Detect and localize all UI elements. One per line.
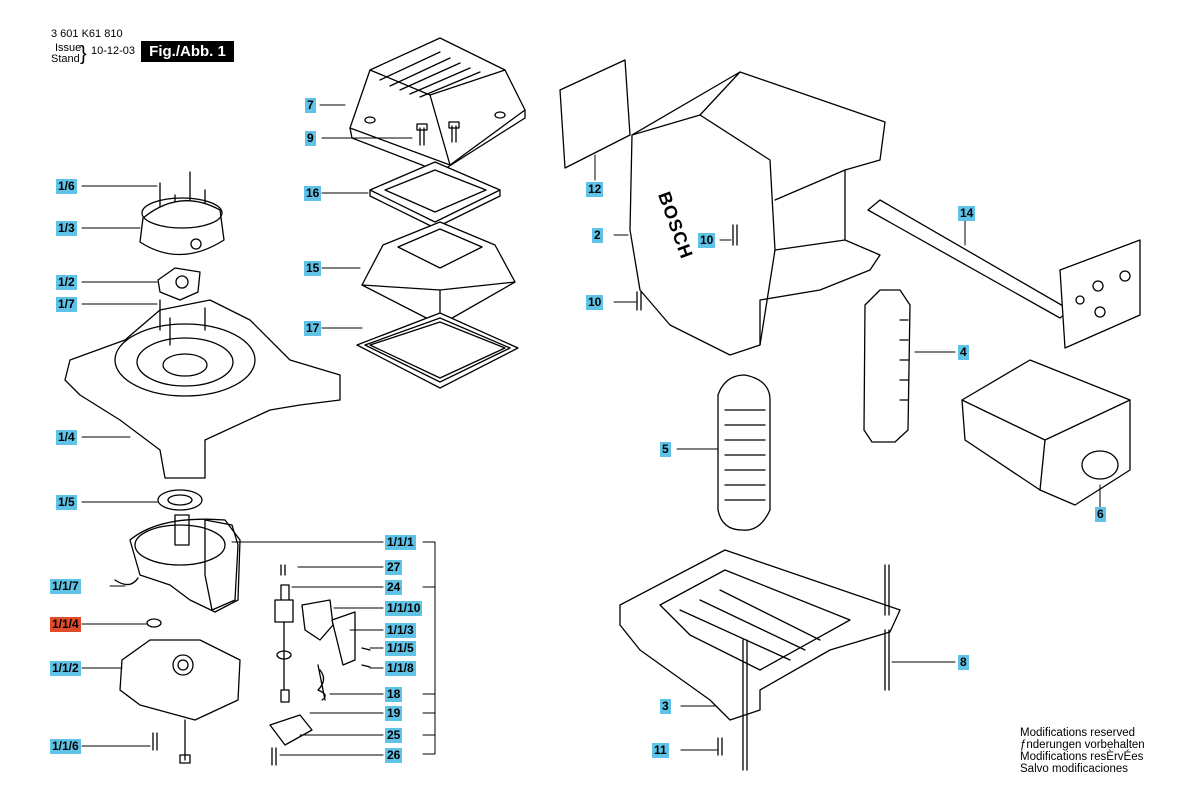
- note-line: ƒnderungen vorbehalten: [1020, 739, 1145, 751]
- callout-12: 12: [586, 182, 604, 197]
- callout-1-1-10: 1/1/10: [385, 601, 423, 616]
- callout-27: 27: [385, 560, 403, 575]
- callout-1-4: 1/4: [56, 430, 77, 445]
- cable-part: [114, 577, 139, 586]
- part-number: 3 601 K61 810: [51, 28, 123, 40]
- screw-part: [717, 737, 723, 756]
- small-parts: [269, 564, 371, 766]
- callout-1-1-5: 1/1/5: [385, 641, 416, 656]
- window-part: [356, 312, 519, 389]
- leader-lines: [81, 104, 1101, 756]
- callout-1-1-6: 1/1/6: [50, 739, 81, 754]
- callout-1-1-3: 1/1/3: [385, 623, 416, 638]
- housing-part: [629, 71, 886, 356]
- motor-assembly-part: [129, 514, 241, 613]
- callout-11: 11: [652, 743, 669, 758]
- callout-16: 16: [304, 186, 322, 201]
- callout-26: 26: [385, 748, 403, 763]
- screws-part: [416, 121, 460, 146]
- stand-label: Stand: [51, 53, 80, 65]
- callout-1-1-7: 1/1/7: [50, 579, 81, 594]
- issue-date: 10-12-03: [91, 45, 136, 57]
- callout-4: 4: [958, 345, 969, 360]
- callout-6: 6: [1095, 507, 1106, 522]
- note-line: Modifications resÈrvÉes: [1020, 751, 1144, 763]
- adapter-part: [157, 267, 201, 301]
- figure-title: Fig./Abb. 1: [141, 41, 234, 62]
- callout-1-7: 1/7: [56, 297, 77, 312]
- callout-1-5: 1/5: [56, 495, 77, 510]
- callout-7: 7: [305, 98, 316, 113]
- circuit-board-part: [119, 639, 241, 764]
- screw-part: [732, 224, 738, 246]
- note-line: Modifications reserved: [1020, 727, 1136, 739]
- callout-10-upper: 10: [698, 233, 716, 248]
- washer-part: [146, 618, 162, 628]
- callout-1-1-8: 1/1/8: [385, 661, 416, 676]
- callout-1-3: 1/3: [56, 221, 77, 236]
- callout-2: 2: [592, 228, 603, 243]
- callout-25: 25: [385, 728, 403, 743]
- callout-8: 8: [958, 655, 969, 670]
- callout-15: 15: [304, 261, 322, 276]
- screw-part: [636, 291, 642, 311]
- callout-1-6: 1/6: [56, 179, 77, 194]
- callout-19: 19: [385, 706, 403, 721]
- callout-24: 24: [385, 580, 403, 595]
- frame-part: [369, 161, 501, 229]
- cap-part: [139, 171, 225, 256]
- callout-10-lower: 10: [586, 295, 604, 310]
- base-part: [64, 299, 341, 479]
- callout-14: 14: [958, 206, 976, 221]
- ring-part: [157, 489, 203, 511]
- screw-part: [152, 732, 158, 751]
- callout-18: 18: [385, 687, 403, 702]
- callout-1-1-2: 1/1/2: [50, 661, 81, 676]
- note-line: Salvo modificaciones: [1020, 763, 1129, 775]
- callout-5: 5: [660, 442, 671, 457]
- label-sheet-part: [559, 59, 631, 169]
- callout-1-2: 1/2: [56, 275, 77, 290]
- battery-box-part: [961, 359, 1131, 506]
- header-brace: }: [80, 43, 87, 65]
- battery-sleeve-part: [717, 374, 771, 531]
- lens-block-part: [361, 221, 516, 326]
- callout-1-1-4-highlighted: 1/1/4: [50, 617, 81, 632]
- callout-3: 3: [660, 699, 671, 714]
- modification-notes: Modifications reserved ƒnderungen vorbeh…: [1020, 727, 1145, 775]
- bottom-tray-part: [619, 549, 901, 721]
- callout-1-1-1: 1/1/1: [385, 535, 416, 550]
- issue-label: Issue: [55, 42, 82, 54]
- bracket-strip-part: [867, 199, 1141, 349]
- long-screw-part: [742, 639, 748, 771]
- callout-17: 17: [304, 321, 322, 336]
- callout-9: 9: [305, 131, 316, 146]
- battery-tube-part: [863, 289, 911, 443]
- top-cover-part: [349, 37, 526, 173]
